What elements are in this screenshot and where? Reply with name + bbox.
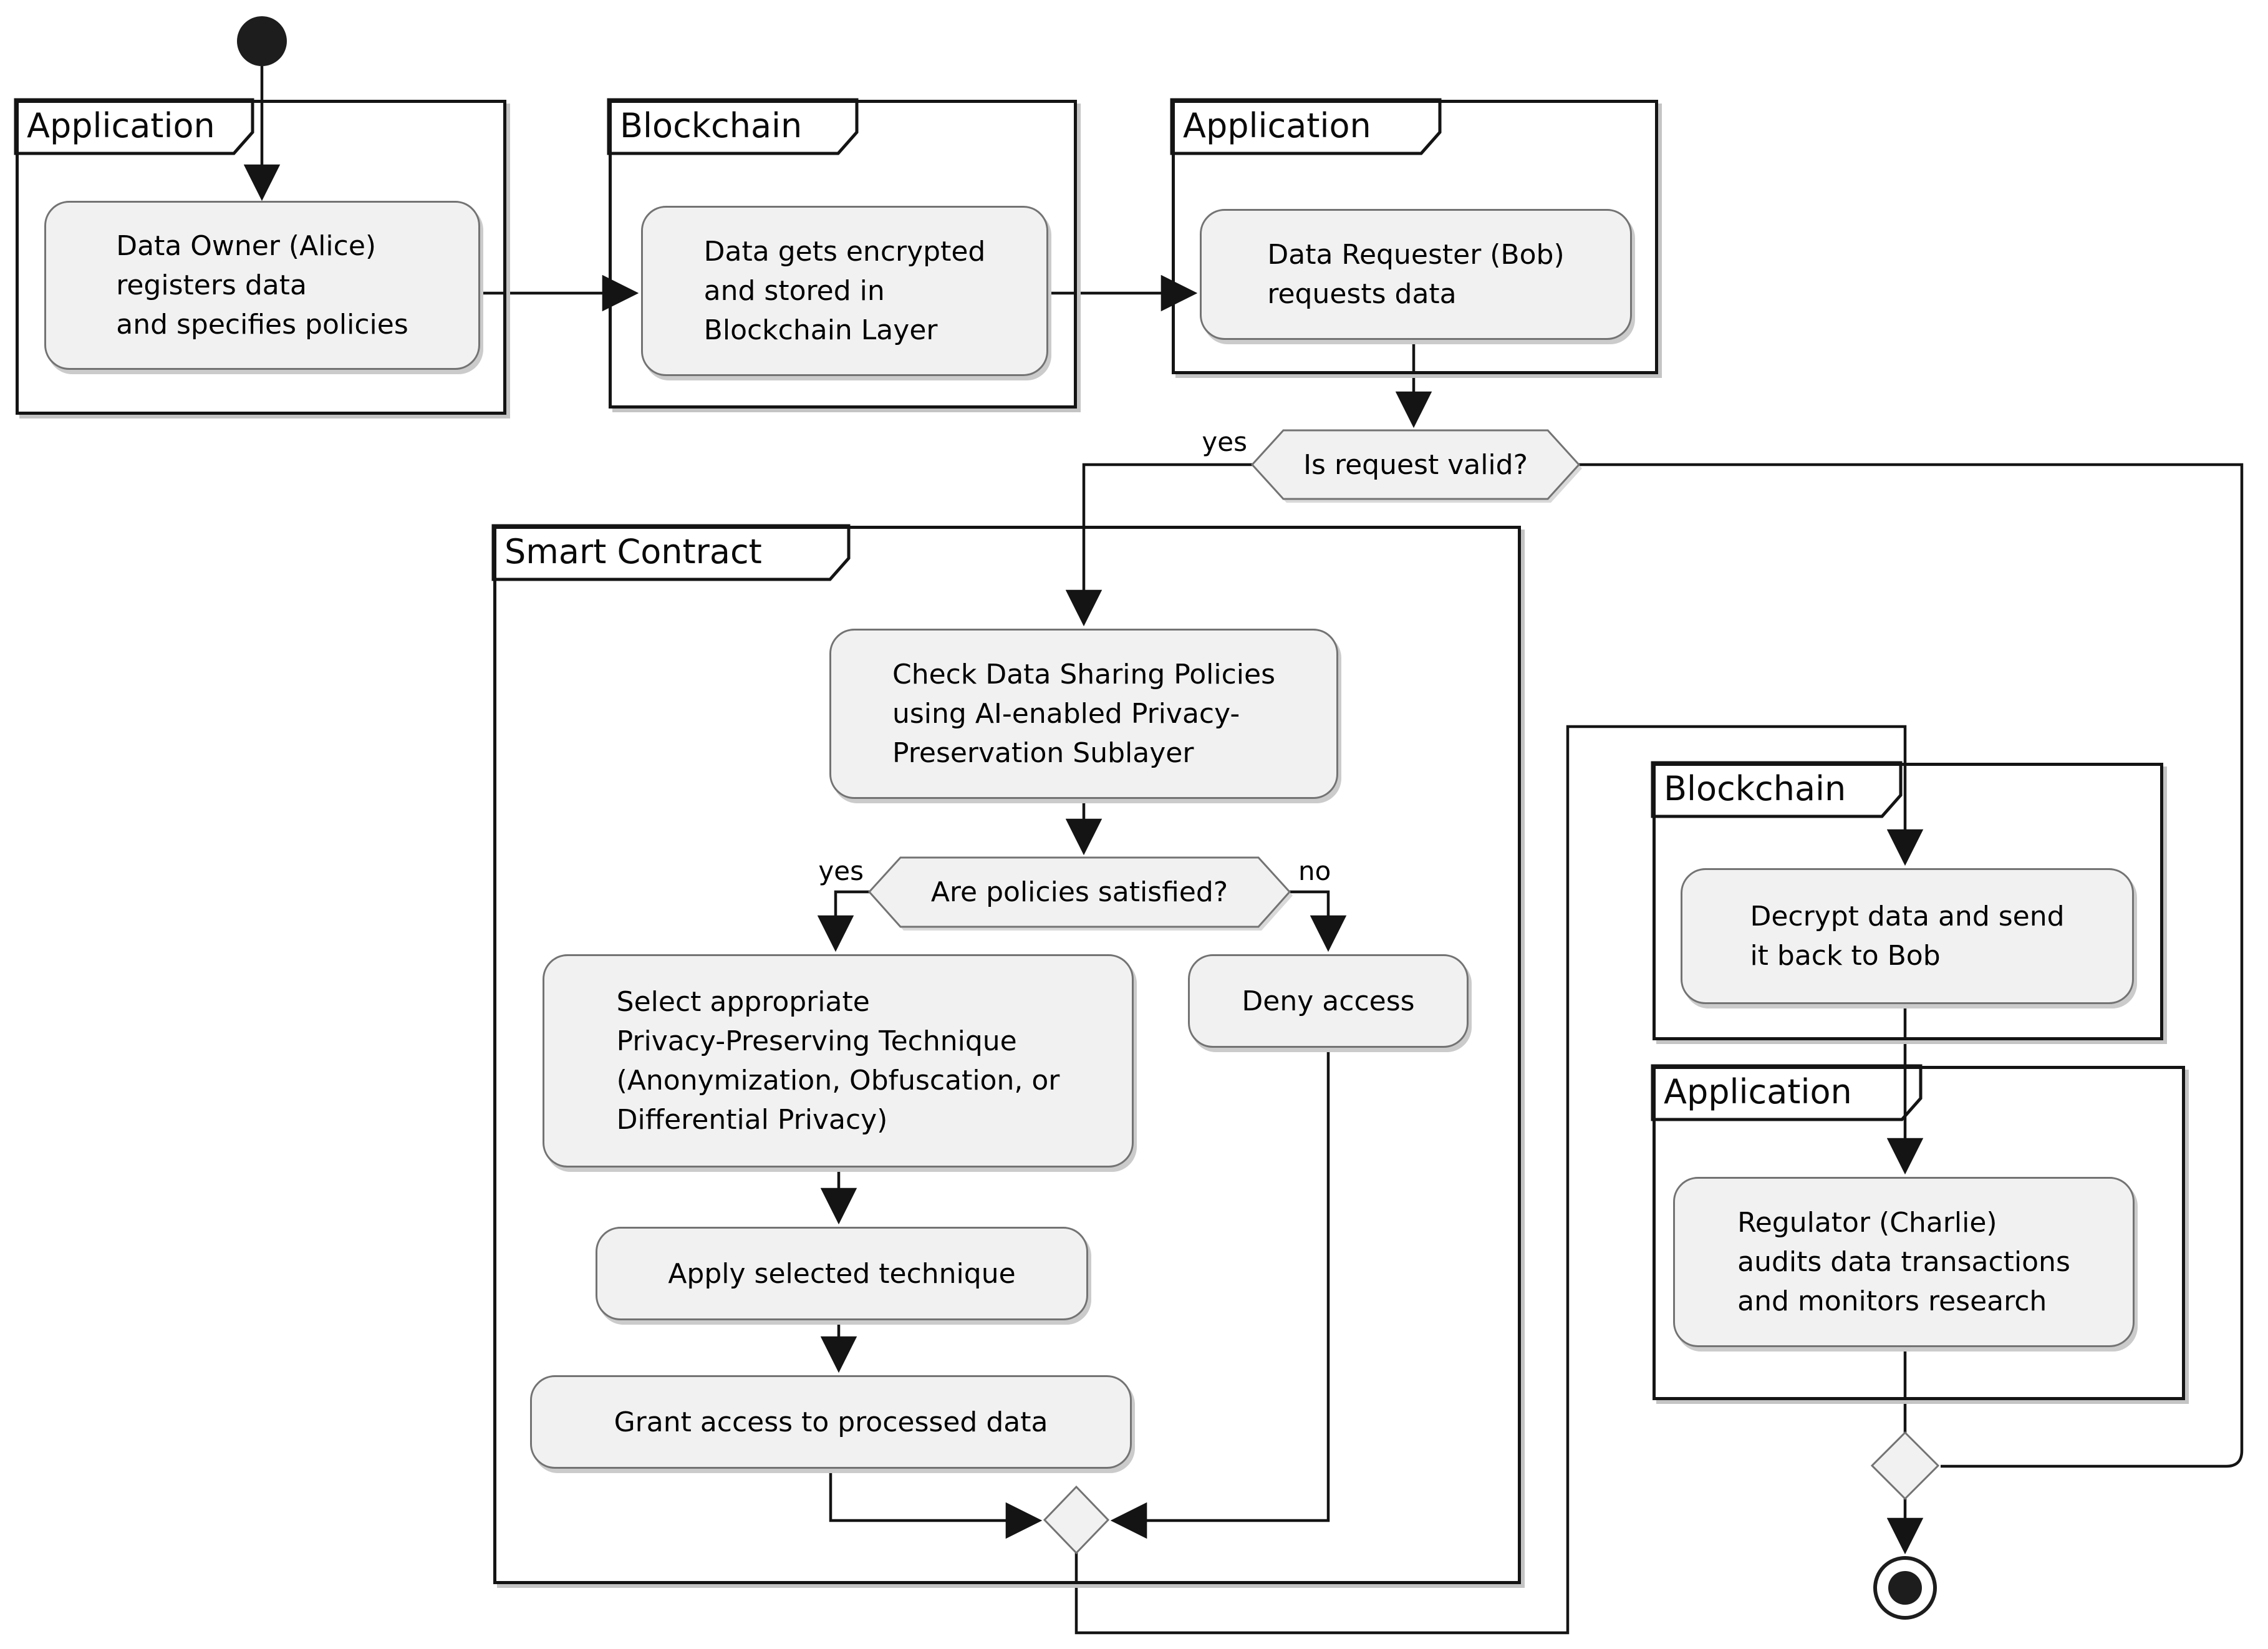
activity-text: Grant access to processed data xyxy=(614,1406,1048,1438)
activity-text: Check Data Sharing Policies using AI-ena… xyxy=(892,659,1276,769)
end-node-dot xyxy=(1888,1571,1922,1605)
activity-text: Data Owner (Alice) registers data and sp… xyxy=(116,230,408,341)
activity-text: Select appropriate Privacy-Preserving Te… xyxy=(616,986,1060,1136)
activity-decrypt-send: Decrypt data and send it back to Bob xyxy=(1681,868,2134,1004)
partition-label: Blockchain xyxy=(620,106,803,145)
decision-policies-shape xyxy=(867,856,1291,928)
edge-merge-to-decrypt xyxy=(1074,725,1924,1635)
partition-label: Application xyxy=(1183,106,1371,145)
activity-text: Apply selected technique xyxy=(668,1257,1016,1290)
activity-deny-access: Deny access xyxy=(1188,954,1469,1048)
edge-decision-yes-to-check xyxy=(1065,463,1252,627)
partition-application-3 xyxy=(1653,1066,2185,1400)
decision-request-valid-text: Is request valid? xyxy=(1303,448,1528,481)
activity-text: Regulator (Charlie) audits data transact… xyxy=(1737,1207,2070,1317)
partition-application-2 xyxy=(1172,100,1658,374)
activity-text: Decrypt data and send it back to Bob xyxy=(1750,901,2065,972)
end-merge-diamond xyxy=(1870,1431,1940,1501)
activity-text: Deny access xyxy=(1242,985,1415,1017)
edge-deny-to-merge xyxy=(1110,1048,1330,1539)
partition-label: Application xyxy=(1664,1072,1852,1111)
activity-request-data: Data Requester (Bob) requests data xyxy=(1200,209,1632,340)
partition-label: Blockchain xyxy=(1664,769,1846,808)
decision-policies-text: Are policies satisfied? xyxy=(930,876,1228,908)
edge-policies-yes-to-select xyxy=(817,890,869,952)
partition-label: Smart Contract xyxy=(504,532,762,571)
edge-policies-no-to-deny xyxy=(1290,890,1347,952)
activity-text: Data Requester (Bob) requests data xyxy=(1267,239,1565,310)
activity-regulator-audit: Regulator (Charlie) audits data transact… xyxy=(1673,1177,2135,1347)
activity-grant-access: Grant access to processed data xyxy=(530,1375,1132,1469)
decision-request-valid-shape xyxy=(1250,429,1581,500)
activity-select-technique: Select appropriate Privacy-Preserving Te… xyxy=(543,954,1134,1168)
partition-application-1 xyxy=(16,100,506,415)
edge-label-yes: yes xyxy=(818,856,864,886)
edges xyxy=(243,66,2244,1635)
edge-decision-no-bypass xyxy=(1579,463,2244,1468)
partition-blockchain-2 xyxy=(1653,763,2163,1040)
edge-grant-to-merge xyxy=(829,1469,1043,1539)
activity-apply-technique: Apply selected technique xyxy=(596,1227,1088,1320)
partition-blockchain-1 xyxy=(609,100,1077,409)
activity-check-policies: Check Data Sharing Policies using AI-ena… xyxy=(829,629,1338,799)
partition-smart-contract xyxy=(493,526,1521,1584)
merge-diamond xyxy=(1043,1485,1110,1555)
activity-register-data: Data Owner (Alice) registers data and sp… xyxy=(44,201,480,370)
partition-label: Application xyxy=(27,106,215,145)
activity-text: Data gets encrypted and stored in Blockc… xyxy=(703,236,986,346)
edge-label-yes: yes xyxy=(1202,427,1247,457)
activity-encrypt-store: Data gets encrypted and stored in Blockc… xyxy=(641,206,1048,376)
edge-label-no: no xyxy=(1298,856,1331,886)
start-node xyxy=(237,16,287,66)
